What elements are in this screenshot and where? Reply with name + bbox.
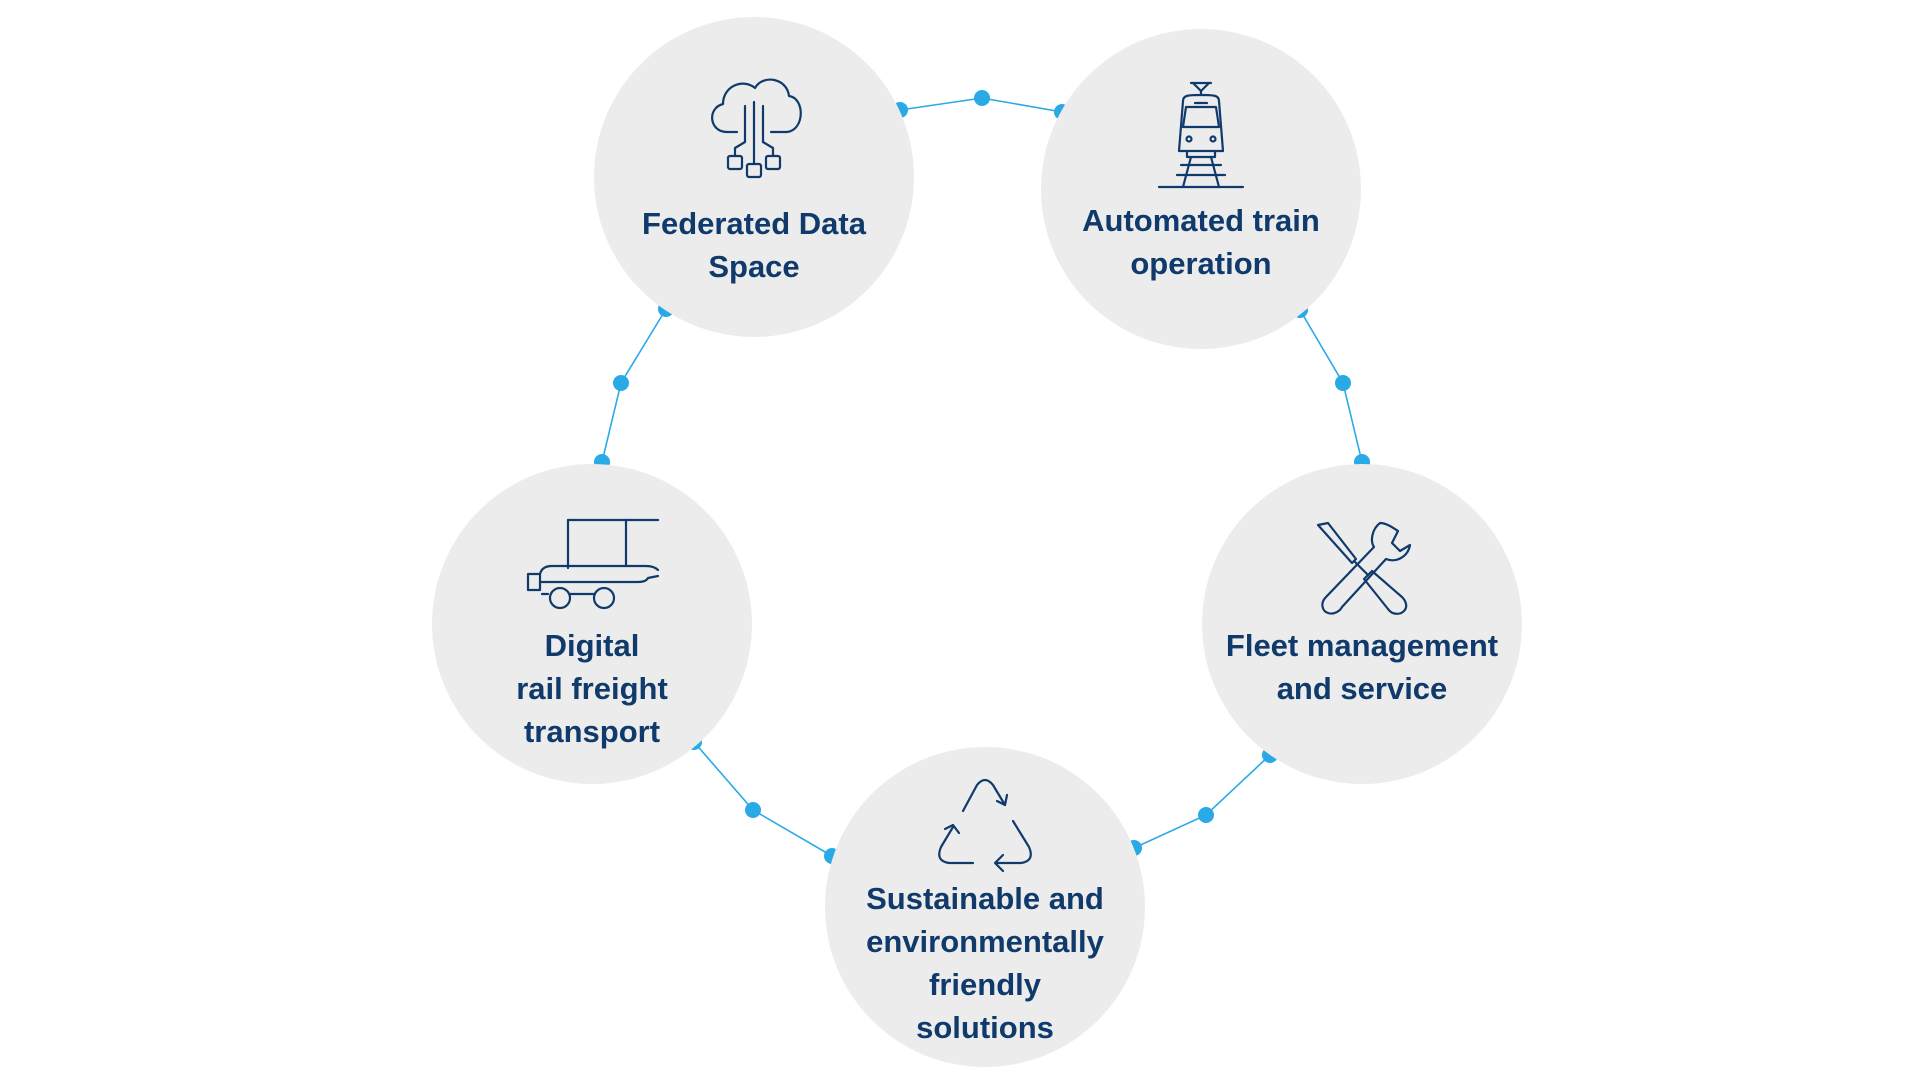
connector-dot [1198,807,1214,823]
node-label: Federated Data Space [642,206,866,284]
wrench-screwdriver-icon [1312,519,1412,619]
node-label: Fleet management and service [1225,628,1499,706]
node-digital-rail-freight: Digital rail freight transport [432,464,752,784]
connector-dot [974,90,990,106]
cloud-data-icon [701,72,807,182]
node-label: Automated train operation [1082,203,1320,281]
recycle-icon [933,777,1037,877]
node-label: Digital rail freight transport [516,628,668,749]
node-sustainable-solutions: Sustainable and environmentally friendly… [825,747,1145,1067]
node-fleet-management: Fleet management and service [1202,464,1522,784]
link-fleet-sust [1119,744,1284,857]
train-icon [1153,79,1249,189]
link-ato-fleet [1289,293,1367,475]
link-rail-fds [597,295,676,477]
node-label: Sustainable and environmentally friendly… [866,881,1104,1045]
connector-dot [613,375,629,391]
node-automated-train-operation: Automated train operation [1041,29,1361,349]
link-sust-rail [687,733,846,864]
freight-wagon-icon [522,514,662,614]
connector-dot [1335,375,1351,391]
node-federated-data-space: Federated Data Space [594,17,914,337]
connector-dot [745,802,761,818]
